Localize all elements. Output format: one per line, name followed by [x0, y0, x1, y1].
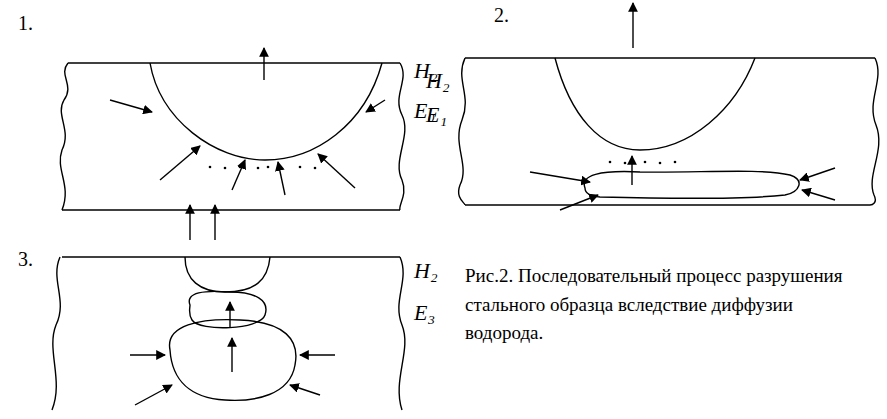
- break-line: [870, 58, 879, 205]
- crack-outline: [150, 63, 382, 160]
- panel-number: 3.: [18, 248, 33, 271]
- hydrogen-symbol: H₂: [426, 68, 450, 94]
- hydrogen-symbol: H₂: [414, 258, 438, 284]
- blister-outline: [170, 320, 296, 401]
- blister-outline: [584, 171, 799, 198]
- break-line: [459, 58, 466, 205]
- crack-outline: [555, 58, 755, 150]
- figure-caption: Рис.2. Последовательный процесс разрушен…: [465, 262, 870, 348]
- hydrogen-dots: [209, 161, 677, 170]
- crack-outline: [185, 257, 270, 292]
- panel-number: 1.: [18, 12, 33, 35]
- break-line: [399, 63, 405, 210]
- energy-symbol: E₃: [414, 300, 435, 326]
- break-line: [60, 63, 68, 210]
- energy-symbol: E₁: [426, 102, 447, 128]
- panel-number: 2.: [494, 4, 509, 27]
